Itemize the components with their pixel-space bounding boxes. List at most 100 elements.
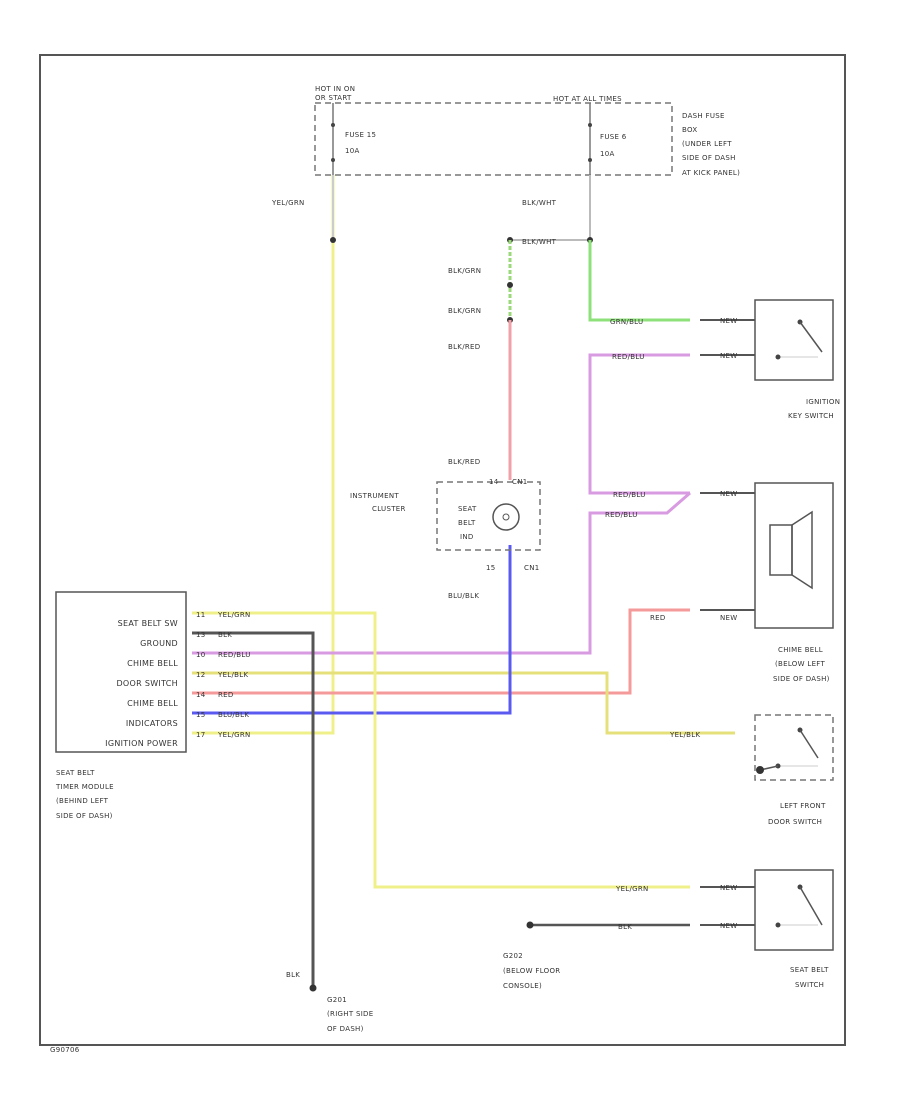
svg-text:SIDE OF DASH): SIDE OF DASH) (56, 812, 113, 820)
svg-text:IND: IND (460, 533, 474, 541)
svg-text:SEAT BELT SW: SEAT BELT SW (118, 619, 178, 628)
ground-g201: G201 (RIGHT SIDE OF DASH) (327, 996, 373, 1033)
svg-text:(BELOW FLOOR: (BELOW FLOOR (503, 967, 560, 975)
svg-text:AT KICK PANEL): AT KICK PANEL) (682, 169, 740, 177)
svg-text:FUSE 15: FUSE 15 (345, 131, 376, 139)
svg-text:SIDE OF DASH: SIDE OF DASH (682, 154, 736, 162)
wire-label-red-blu-2: RED/BLU (613, 491, 646, 499)
svg-text:NEW: NEW (720, 352, 737, 360)
svg-text:10A: 10A (600, 150, 615, 158)
wire-label-yel-grn-bottom: YEL/GRN (615, 885, 649, 893)
svg-text:LEFT FRONT: LEFT FRONT (780, 802, 826, 810)
diagram-frame (39, 54, 846, 1046)
svg-text:DOOR SWITCH: DOOR SWITCH (116, 679, 178, 688)
svg-text:RED/BLU: RED/BLU (218, 651, 251, 659)
svg-text:SEAT BELT: SEAT BELT (56, 769, 95, 777)
wire-red-blu-ignition (588, 353, 690, 495)
svg-text:SEAT BELT: SEAT BELT (790, 966, 829, 974)
svg-text:HOT IN ON: HOT IN ON (315, 85, 355, 93)
svg-text:14: 14 (196, 691, 206, 699)
svg-text:14: 14 (489, 478, 499, 486)
left-front-door-switch: LEFT FRONT DOOR SWITCH (754, 714, 834, 826)
wire-label-blk-red-1: BLK/RED (448, 343, 480, 351)
svg-text:CLUSTER: CLUSTER (372, 505, 406, 513)
svg-text:RED: RED (218, 691, 234, 699)
wire-label-blk-wht-top: BLK/WHT (522, 199, 557, 207)
wire-blk-wht (510, 175, 591, 241)
svg-text:BELT: BELT (458, 519, 476, 527)
svg-text:CONSOLE): CONSOLE) (503, 982, 542, 990)
wire-label-blk-bottom: BLK (618, 923, 632, 931)
wire-label-red-blu-3: RED/BLU (605, 511, 638, 519)
ignition-key-switch: NEW NEW IGNITION KEY SWITCH (700, 299, 840, 420)
wire-label-blu-blk: BLU/BLK (448, 592, 479, 600)
svg-text:SIDE OF DASH): SIDE OF DASH) (773, 675, 830, 683)
svg-text:CHIME BELL: CHIME BELL (127, 699, 178, 708)
svg-text:NEW: NEW (720, 317, 737, 325)
svg-text:10: 10 (196, 651, 206, 659)
svg-text:YEL/BLK: YEL/BLK (217, 671, 248, 679)
svg-text:HOT AT ALL TIMES: HOT AT ALL TIMES (553, 95, 622, 103)
svg-text:(RIGHT SIDE: (RIGHT SIDE (327, 1010, 373, 1018)
svg-text:15: 15 (486, 564, 496, 572)
svg-text:(BELOW LEFT: (BELOW LEFT (775, 660, 825, 668)
seat-belt-switch: NEW NEW SEAT BELT SWITCH (700, 869, 834, 989)
svg-text:SEAT: SEAT (458, 505, 477, 513)
svg-text:GROUND: GROUND (140, 639, 178, 648)
svg-text:G201: G201 (327, 996, 347, 1004)
svg-text:G202: G202 (503, 952, 523, 960)
svg-text:13: 13 (196, 631, 206, 639)
svg-text:OR START: OR START (315, 94, 352, 102)
svg-text:TIMER MODULE: TIMER MODULE (55, 783, 114, 791)
svg-text:DASH FUSE: DASH FUSE (682, 112, 725, 120)
dash-fuse-box: HOT IN ON OR START HOT AT ALL TIMES FUSE… (314, 85, 740, 177)
wire-label-yel-grn-top: YEL/GRN (271, 199, 305, 207)
svg-text:NEW: NEW (720, 884, 737, 892)
wire-red-blu-module (192, 491, 691, 655)
chime-bell: NEW NEW CHIME BELL (BELOW LEFT SIDE OF D… (700, 482, 834, 683)
figure-code: G90706 (50, 1046, 80, 1054)
seat-belt-timer-module: SEAT BELT SW GROUND CHIME BELL DOOR SWIT… (55, 591, 251, 820)
svg-text:FUSE 6: FUSE 6 (600, 133, 627, 141)
wire-label-red-blu-1: RED/BLU (612, 353, 645, 361)
svg-text:INDICATORS: INDICATORS (126, 719, 178, 728)
wire-yel-blk (192, 671, 735, 735)
svg-text:12: 12 (196, 671, 206, 679)
svg-text:KEY SWITCH: KEY SWITCH (788, 412, 834, 420)
svg-text:NEW: NEW (720, 614, 737, 622)
svg-text:YEL/GRN: YEL/GRN (217, 731, 251, 739)
svg-text:CHIME BELL: CHIME BELL (127, 659, 178, 668)
wire-grn-blu (588, 240, 690, 322)
wire-label-blk-red-2: BLK/RED (448, 458, 480, 466)
wire-label-grn-blu: GRN/BLU (610, 318, 643, 326)
svg-text:10A: 10A (345, 147, 360, 155)
svg-text:(BEHIND LEFT: (BEHIND LEFT (56, 797, 109, 805)
svg-text:(UNDER LEFT: (UNDER LEFT (682, 140, 732, 148)
wire-label-blk-grn-2: BLK/GRN (448, 307, 481, 315)
wire-label-yel-blk: YEL/BLK (669, 731, 700, 739)
svg-text:IGNITION POWER: IGNITION POWER (105, 739, 178, 748)
instrument-cluster: INSTRUMENT CLUSTER SEAT BELT IND 14 CN1 … (350, 478, 541, 572)
svg-text:NEW: NEW (720, 490, 737, 498)
svg-text:CN1: CN1 (524, 564, 539, 572)
svg-text:INSTRUMENT: INSTRUMENT (350, 492, 399, 500)
svg-text:BOX: BOX (682, 126, 697, 134)
wire-yel-grn-ignition (192, 175, 335, 735)
wire-blu-blk (192, 545, 512, 715)
svg-text:BLK: BLK (218, 631, 232, 639)
svg-text:SWITCH: SWITCH (795, 981, 824, 989)
wire-blk-ground (192, 631, 315, 988)
svg-text:BLU/BLK: BLU/BLK (218, 711, 249, 719)
svg-text:17: 17 (196, 731, 206, 739)
svg-text:11: 11 (196, 611, 206, 619)
svg-text:OF DASH): OF DASH) (327, 1025, 364, 1033)
wire-label-red: RED (650, 614, 666, 622)
wire-red-chime (192, 608, 690, 695)
wire-label-blk-grn-1: BLK/GRN (448, 267, 481, 275)
ground-g202: G202 (BELOW FLOOR CONSOLE) (503, 952, 560, 990)
svg-text:CN1: CN1 (512, 478, 527, 486)
svg-text:NEW: NEW (720, 922, 737, 930)
wire-label-blk-wht-mid: BLK/WHT (522, 238, 557, 246)
svg-text:15: 15 (196, 711, 206, 719)
